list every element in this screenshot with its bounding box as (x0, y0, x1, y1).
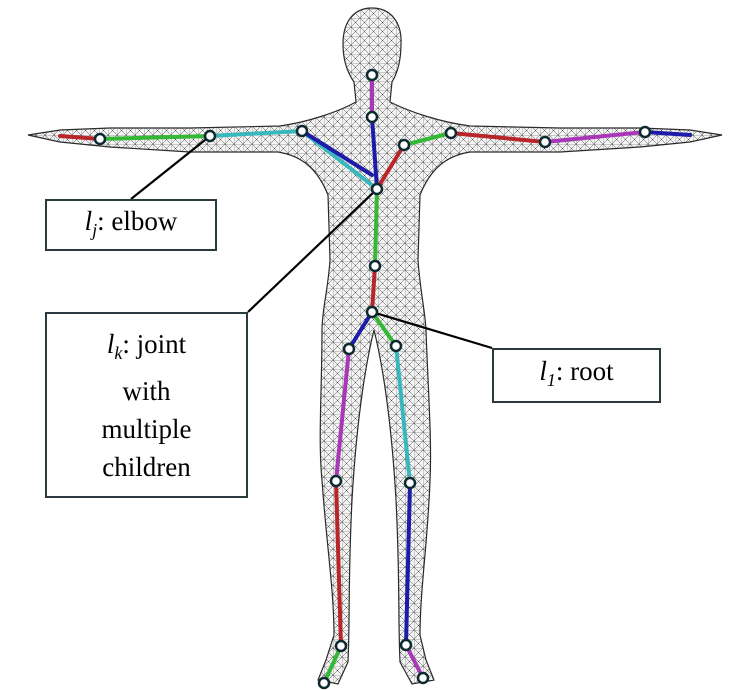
label-root-subscript: 1 (547, 370, 556, 390)
joint-left-elbow (205, 131, 215, 141)
label-joint-line4: children (102, 448, 190, 486)
joint-root (367, 307, 377, 317)
joint-chest (372, 184, 382, 194)
bone-spine-upper (375, 189, 377, 266)
joint-right-ankle (401, 640, 411, 650)
joint-left-toe (319, 678, 329, 688)
label-joint-line3: multiple (102, 410, 192, 448)
label-joint: lk: joint with multiple children (45, 312, 248, 498)
label-joint-line1: : joint (122, 329, 186, 359)
joint-left-knee (331, 476, 341, 486)
joint-left-hip (344, 344, 354, 354)
joint-left-shoulder (297, 126, 307, 136)
label-elbow: lj: elbow (45, 199, 217, 251)
joint-right-toe (418, 673, 428, 683)
joint-right-hip (391, 341, 401, 351)
joint-right-collar (399, 140, 409, 150)
label-root: l1: root (492, 348, 661, 403)
joint-right-knee (405, 478, 415, 488)
joint-right-shoulder (446, 128, 456, 138)
joint-neck (367, 112, 377, 122)
label-root-text: : root (556, 356, 614, 386)
joint-left-ankle (336, 641, 346, 651)
label-elbow-text: : elbow (97, 206, 177, 236)
joint-left-wrist (95, 134, 105, 144)
joint-head (367, 70, 377, 80)
joint-right-wrist (640, 127, 650, 137)
label-joint-line2: with (122, 372, 170, 410)
label-elbow-symbol: l (85, 206, 93, 236)
joint-spine (370, 261, 380, 271)
joint-right-elbow (540, 137, 550, 147)
label-root-symbol: l (539, 356, 547, 386)
